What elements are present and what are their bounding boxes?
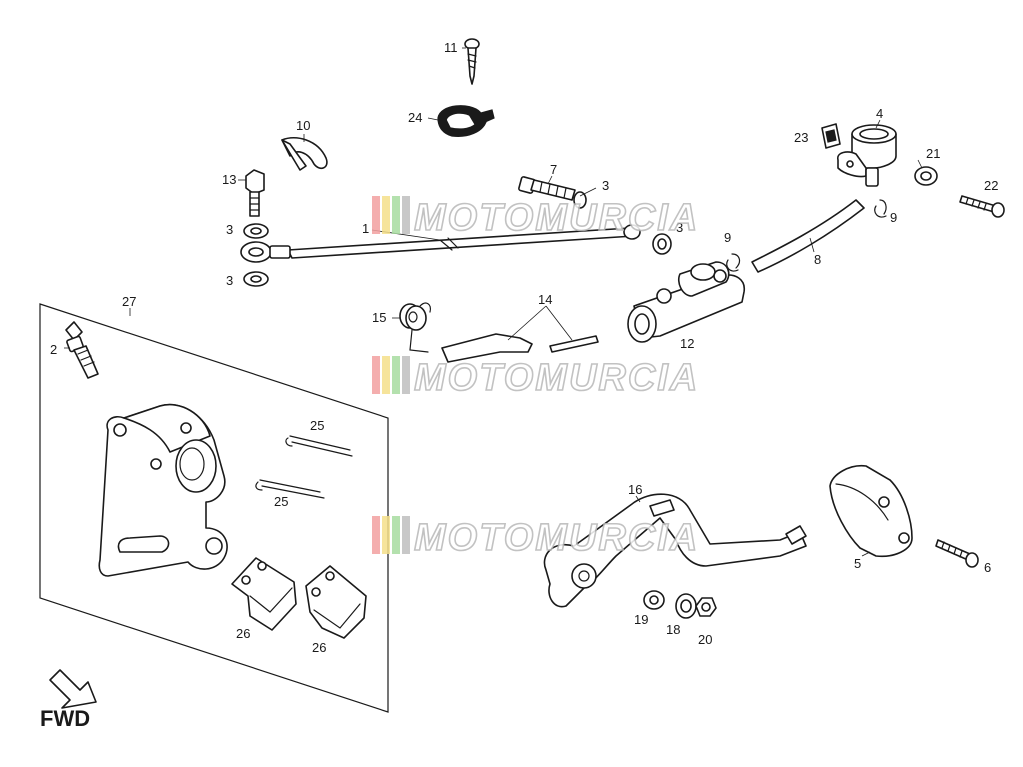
- callout-25-lower: 25: [274, 494, 288, 509]
- callout-12: 12: [680, 336, 694, 351]
- washer-3-top: [243, 223, 269, 239]
- callout-7: 7: [550, 162, 557, 177]
- screw-6: [935, 539, 979, 568]
- callout-22: 22: [984, 178, 998, 193]
- callout-8: 8: [814, 252, 821, 267]
- callout-9-lower: 9: [724, 230, 731, 245]
- callout-27: 27: [122, 294, 136, 309]
- washer-3-right: [652, 233, 672, 255]
- watermark-text: MOTOMURCIA: [414, 197, 699, 239]
- washer-3-fitting: [573, 191, 587, 209]
- callout-16: 16: [628, 482, 642, 497]
- callout-23: 23: [794, 130, 808, 145]
- callout-10: 10: [296, 118, 310, 133]
- callout-3-fitting: 3: [602, 178, 609, 193]
- callout-25-upper: 25: [310, 418, 324, 433]
- fluid-reservoir-4: [837, 124, 897, 187]
- callout-3-top: 3: [226, 222, 233, 237]
- return-spring-15: [399, 302, 431, 353]
- washer-19: [643, 590, 665, 610]
- callout-6: 6: [984, 560, 991, 575]
- kit-panel-outline: [39, 303, 389, 713]
- hose-clip-24: [437, 105, 495, 137]
- watermark-text: MOTOMURCIA: [414, 517, 699, 559]
- callout-3-bottom: 3: [226, 273, 233, 288]
- washer-21: [914, 166, 938, 186]
- callout-3-right: 3: [676, 220, 683, 235]
- callout-13: 13: [222, 172, 236, 187]
- callout-2: 2: [50, 342, 57, 357]
- hose-clip-9-upper: [874, 199, 887, 218]
- watermark-text: MOTOMURCIA: [414, 357, 699, 399]
- callout-labels: 1 2 3 3 3 3 4 5 6 7 8 9 9 10 11 12 13 14…: [50, 40, 998, 655]
- watermark-middle: MOTOMURCIA: [372, 356, 699, 400]
- watermark-bottom: MOTOMURCIA: [372, 516, 699, 560]
- callout-18: 18: [666, 622, 680, 637]
- screw-22: [959, 195, 1005, 218]
- caliper-kit-panel: [39, 303, 389, 713]
- bleeder-valve-2: [65, 321, 99, 379]
- brake-hose: [240, 224, 641, 263]
- reservoir-bracket-23: [821, 123, 841, 149]
- callout-26-left: 26: [236, 626, 250, 641]
- callout-11: 11: [444, 40, 458, 55]
- washer-3-bottom: [243, 271, 269, 287]
- callout-1: 1: [362, 221, 369, 236]
- forward-arrow: [49, 669, 97, 709]
- pad-pins-25-upper: [285, 435, 353, 457]
- callout-5: 5: [854, 556, 861, 571]
- callout-14: 14: [538, 292, 552, 307]
- banjo-bolt-13: [245, 169, 265, 217]
- hose-fitting-7: [518, 176, 576, 201]
- watermark-top: MOTOMURCIA: [372, 196, 699, 240]
- callout-20: 20: [698, 632, 712, 647]
- pad-pins-25-lower: [255, 479, 325, 499]
- reservoir-hose-8: [751, 199, 865, 273]
- pushrod-14: [441, 333, 599, 363]
- hose-clip-9-lower: [726, 253, 741, 272]
- callout-15: 15: [372, 310, 386, 325]
- screw-11: [464, 38, 480, 85]
- brake-caliper: [98, 403, 228, 577]
- washer-18: [675, 593, 697, 619]
- callout-24: 24: [408, 110, 422, 125]
- callout-9-upper: 9: [890, 210, 897, 225]
- callout-26-right: 26: [312, 640, 326, 655]
- nut-20: [695, 597, 717, 617]
- fwd-label: FWD: [40, 706, 90, 731]
- brake-pad-26-right: [305, 565, 367, 639]
- cover-5: [829, 464, 913, 558]
- hose-clamp-10: [281, 136, 328, 171]
- brake-pad-26-left: [231, 557, 297, 631]
- callout-21: 21: [926, 146, 940, 161]
- brake-pedal-16: [543, 493, 807, 608]
- callout-19: 19: [634, 612, 648, 627]
- callout-4: 4: [876, 106, 883, 121]
- master-cylinder-12: [627, 261, 745, 343]
